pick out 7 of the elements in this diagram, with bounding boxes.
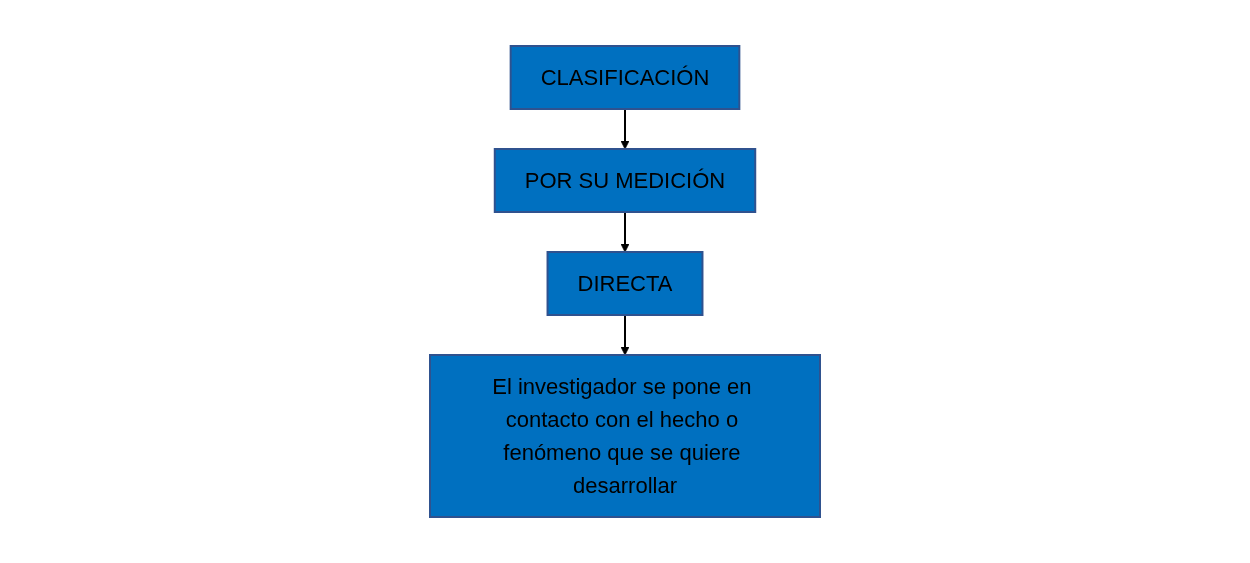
node-box: El investigador se pone en contacto con el hecho o fenómeno que se quiere desarrollar [429, 354, 821, 518]
node-box: CLASIFICACIÓN [509, 45, 741, 110]
node-box: POR SU MEDICIÓN [493, 148, 757, 213]
arrow [620, 211, 630, 253]
node-box: DIRECTA [546, 251, 704, 316]
arrow [620, 314, 630, 356]
arrow [620, 108, 630, 150]
